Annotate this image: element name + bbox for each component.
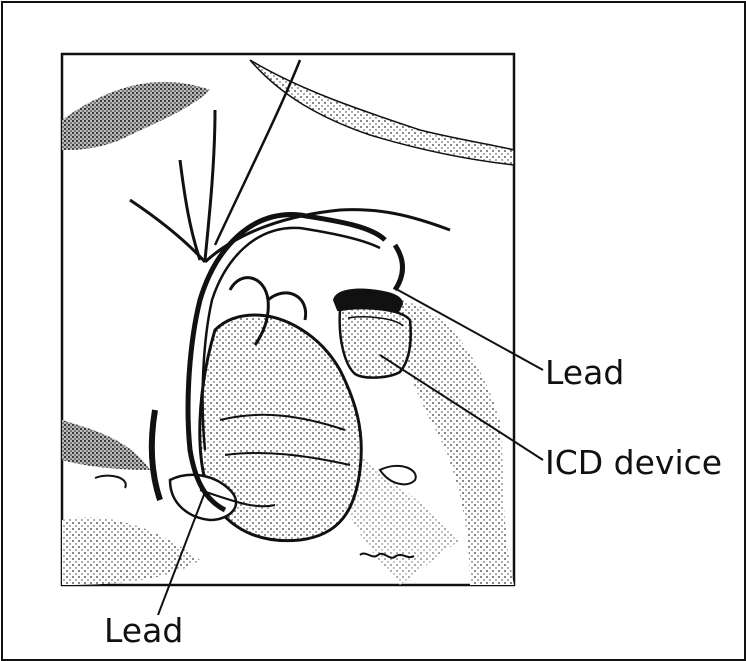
lead-lower-label: Lead xyxy=(104,614,183,647)
icd-device-label: ICD device xyxy=(545,446,722,479)
lead-upper-label: Lead xyxy=(545,356,624,389)
